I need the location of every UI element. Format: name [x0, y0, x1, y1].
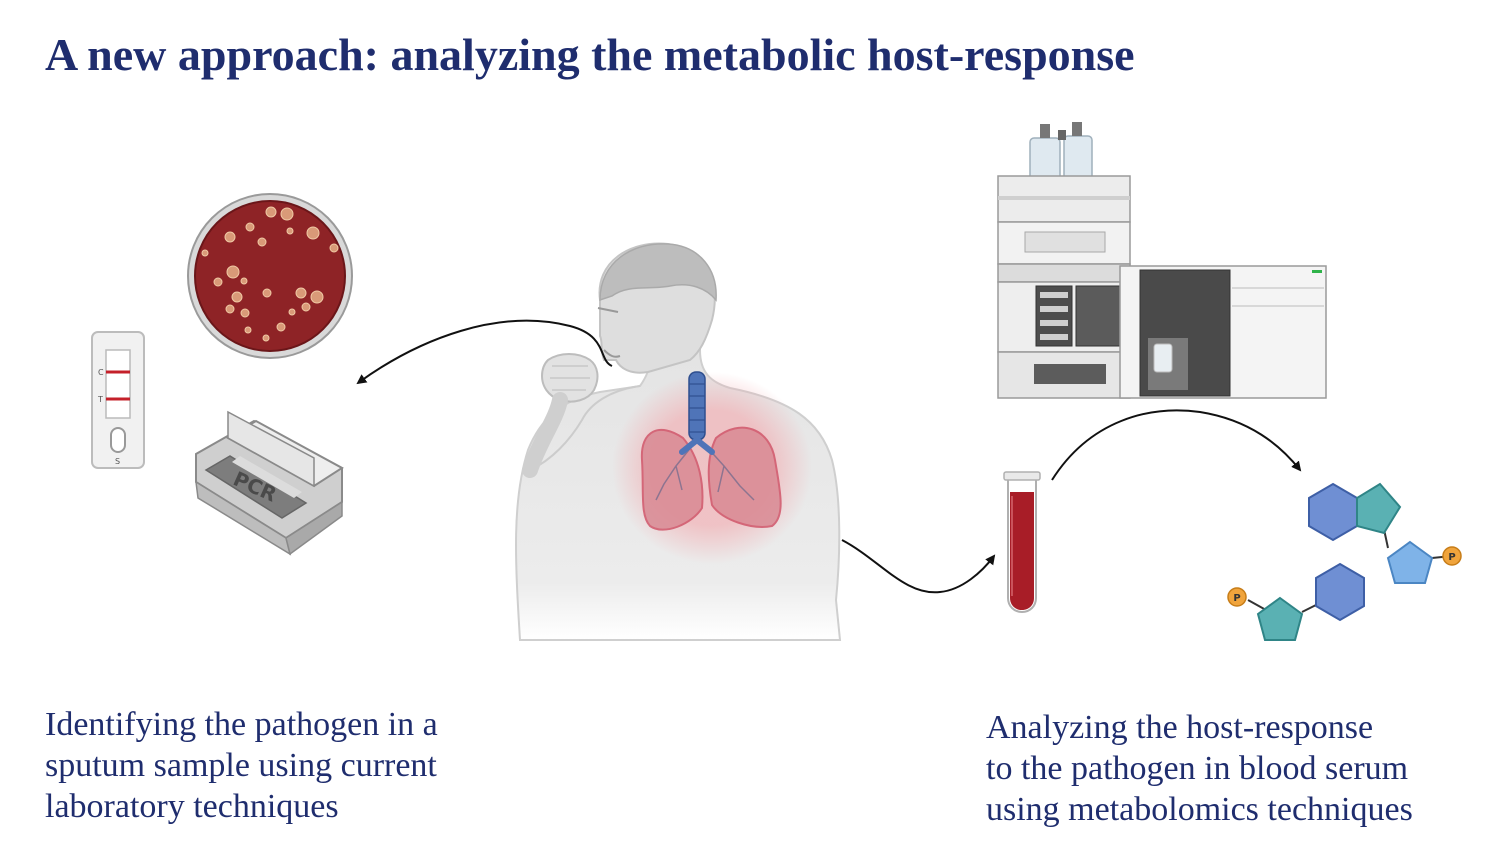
blood-tube: [1003, 471, 1041, 614]
caption-line: sputum sample using current: [45, 747, 437, 784]
test-line-label: T: [97, 395, 103, 404]
phosphate-label: P: [1233, 593, 1240, 604]
caption-line: Analyzing the host-response: [986, 709, 1374, 746]
caption-line: laboratory techniques: [45, 788, 339, 825]
caption-line: Identifying the pathogen in a: [45, 706, 438, 743]
caption-right: Analyzing the host-response to the patho…: [986, 707, 1413, 830]
phosphate-label: P: [1448, 552, 1455, 563]
pcr-machine: PCR: [195, 410, 344, 556]
arrow-mouth-to-lab: [356, 319, 613, 385]
sample-well-label: S: [115, 457, 120, 466]
caption-line: using metabolomics techniques: [986, 791, 1413, 828]
arrow-body-to-blood: [841, 539, 996, 594]
caption-line: to the pathogen in blood serum: [986, 750, 1409, 787]
caption-left: Identifying the pathogen in a sputum sam…: [45, 704, 438, 827]
control-line-label: C: [98, 368, 104, 377]
lc-ms-instrument: [997, 122, 1327, 399]
rapid-test-cassette: C T S: [91, 331, 145, 469]
lungs: [612, 371, 812, 564]
petri-dish: [187, 193, 353, 359]
metabolite-molecules: P P: [1227, 482, 1462, 641]
solvent-bottles: [1029, 122, 1093, 183]
page-title: A new approach: analyzing the metabolic …: [45, 29, 1135, 80]
arrow-blood-to-metabolites: [1051, 409, 1302, 481]
